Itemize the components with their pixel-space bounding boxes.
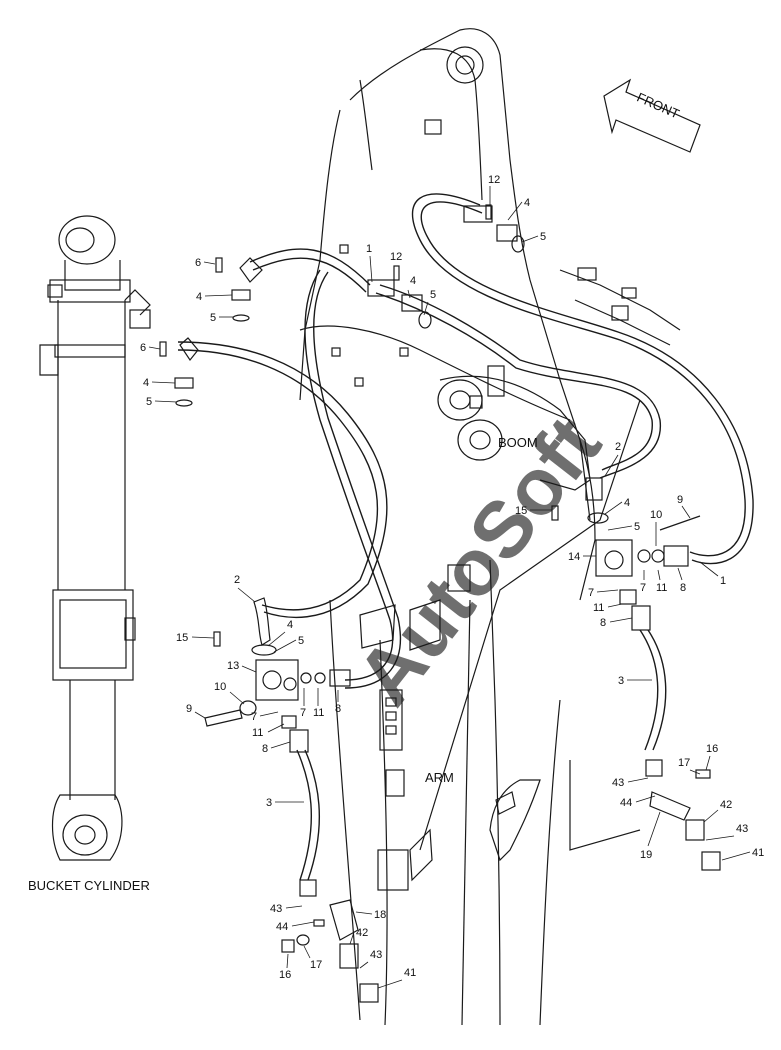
callout-17-left: 17 (310, 959, 322, 971)
callout-10-right: 10 (650, 509, 662, 521)
callout-41-left: 41 (404, 967, 416, 979)
callout-5-right: 5 (634, 521, 640, 533)
callout-14: 14 (568, 551, 580, 563)
callout-1-top: 1 (366, 243, 372, 255)
callout-43-left-a: 43 (270, 903, 282, 915)
callout-15-right: 15 (515, 505, 527, 517)
boom-structure (299, 28, 681, 601)
callout-43-left-b: 43 (370, 949, 382, 961)
callout-4-left: 4 (287, 619, 293, 631)
callout-11-left-b: 11 (313, 707, 324, 719)
callout-4-a: 4 (196, 291, 202, 303)
callout-3-left: 3 (266, 797, 272, 809)
callout-8-right-b: 8 (600, 617, 606, 629)
front-arrow: FRONT (603, 78, 701, 153)
callout-6-b: 6 (140, 342, 146, 354)
callout-10-left: 10 (214, 681, 226, 693)
callout-1-right: 1 (720, 575, 726, 587)
callout-16-right: 16 (706, 743, 718, 755)
callout-6-a: 6 (195, 257, 201, 269)
callout-12-mid: 12 (390, 251, 402, 263)
callout-3-right: 3 (618, 675, 624, 687)
callout-15-left: 15 (176, 632, 188, 644)
arm-structure (329, 399, 641, 1026)
callout-5-a: 5 (210, 312, 216, 324)
fittings (159, 204, 721, 1003)
callout-44-left: 44 (276, 921, 288, 933)
callout-5-left: 5 (298, 635, 304, 647)
callout-8-right: 8 (680, 582, 686, 594)
callout-7-right-b: 7 (588, 587, 594, 599)
callout-8-left-b: 8 (335, 703, 341, 715)
callout-42-right: 42 (720, 799, 732, 811)
callout-7-left-b: 7 (300, 707, 306, 719)
callout-5-top: 5 (540, 231, 546, 243)
callout-9-left: 9 (186, 703, 192, 715)
bucket-cylinder-label: BUCKET CYLINDER (28, 878, 150, 893)
callout-13: 13 (227, 660, 239, 672)
callout-42-left: 42 (356, 927, 368, 939)
callout-18: 18 (374, 909, 386, 921)
callout-4-b: 4 (143, 377, 149, 389)
callout-2-left: 2 (234, 574, 240, 586)
callout-11-right-a: 11 (656, 582, 667, 594)
callout-11-left-a: 11 (252, 727, 263, 739)
callout-19: 19 (640, 849, 652, 861)
callout-41-right: 41 (752, 847, 764, 859)
boom-label: BOOM (498, 435, 538, 450)
bucket-cylinder (39, 215, 151, 861)
callout-5-mid: 5 (430, 289, 436, 301)
callout-2-right: 2 (615, 441, 621, 453)
callout-5-b: 5 (146, 396, 152, 408)
callout-16-left: 16 (279, 969, 291, 981)
callout-4-right: 4 (624, 497, 630, 509)
callout-8-left: 8 (262, 743, 268, 755)
callout-11-right-b: 11 (593, 602, 604, 614)
hoses (177, 193, 754, 881)
callout-4-mid: 4 (410, 275, 416, 287)
callout-17-right: 17 (678, 757, 690, 769)
callout-43-right-a: 43 (612, 777, 624, 789)
callout-44-right: 44 (620, 797, 632, 809)
callout-12-top: 12 (488, 174, 500, 186)
callout-9-right: 9 (677, 494, 683, 506)
callout-7-right-a: 7 (640, 582, 646, 594)
callout-43-right-b: 43 (736, 823, 748, 835)
callout-7-left-a: 7 (251, 711, 257, 723)
callouts: 12 4 5 1 12 4 5 6 4 5 6 4 5 2 4 5 15 9 1… (140, 174, 764, 989)
callout-4-top: 4 (524, 197, 530, 209)
arm-label: ARM (425, 770, 454, 785)
